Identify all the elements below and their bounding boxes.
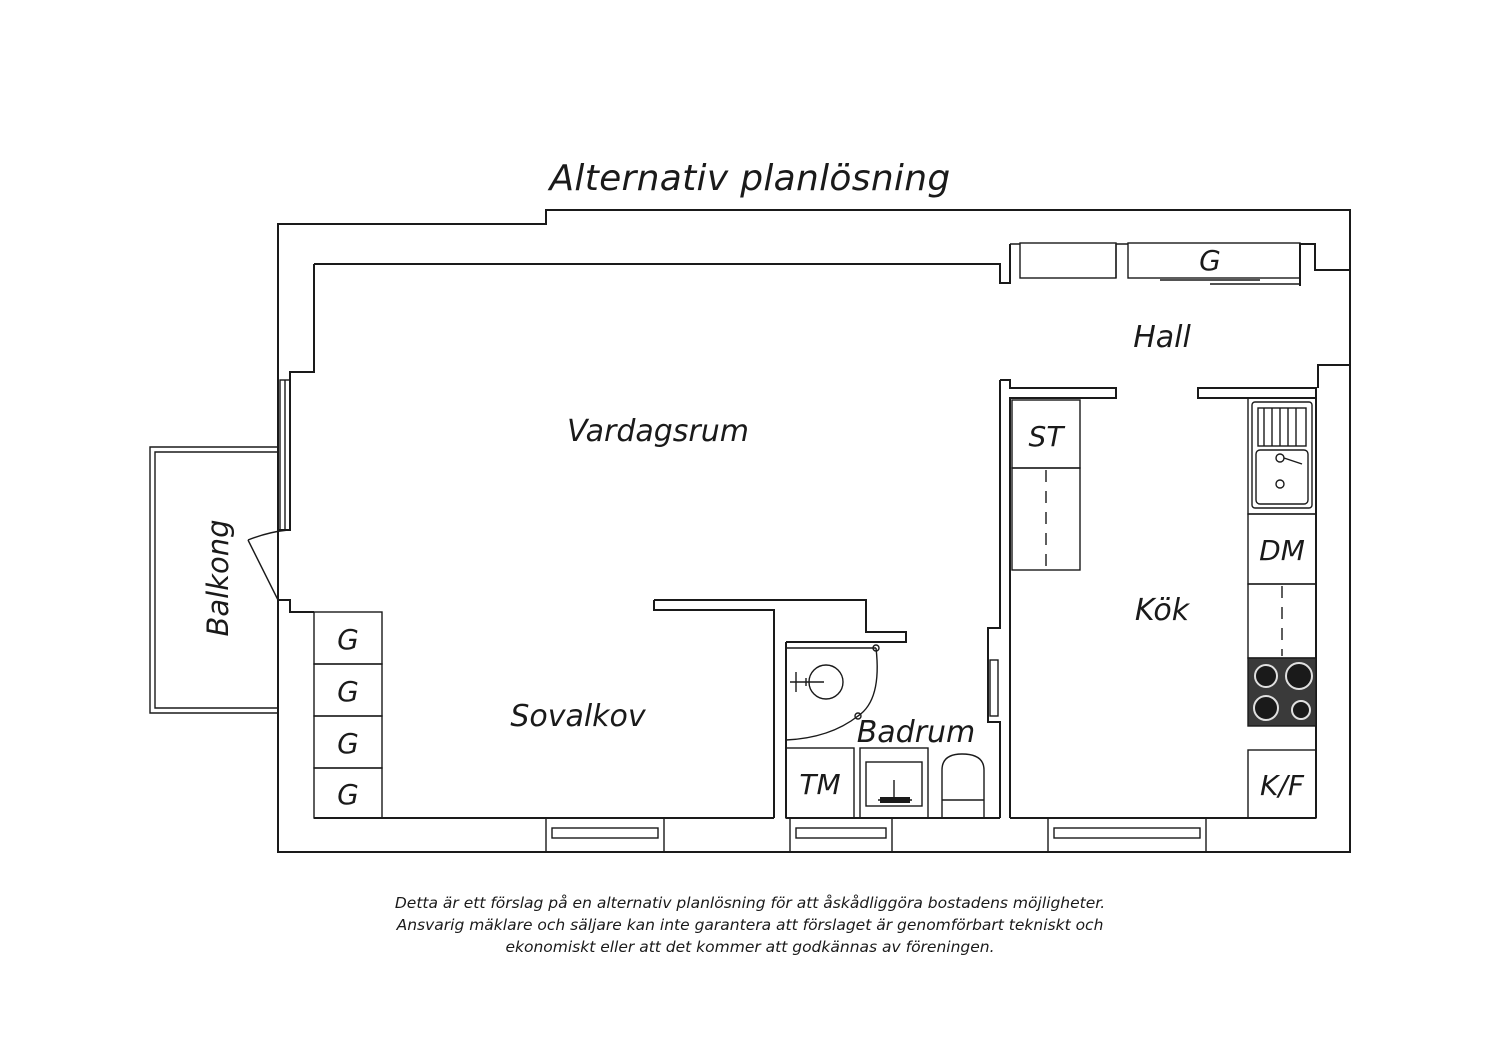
toilet-icon bbox=[941, 753, 985, 819]
plan-title: Alternativ planlösning bbox=[549, 158, 951, 199]
bathroom-fixtures: TM bbox=[785, 644, 985, 819]
balcony-door bbox=[247, 529, 289, 601]
wardrobe-label-4: G bbox=[337, 778, 359, 811]
room-label-sovalkov: Sovalkov bbox=[510, 699, 647, 734]
fridge-freezer-label: K/F bbox=[1260, 769, 1305, 802]
shower-icon bbox=[785, 644, 880, 741]
wardrobe-label-1: G bbox=[337, 623, 359, 656]
disclaimer-line-2: Ansvarig mäklare och säljare kan inte ga… bbox=[396, 916, 1104, 934]
wardrobe-label-hall: G bbox=[1199, 244, 1221, 277]
room-label-balkong: Balkong bbox=[201, 519, 235, 636]
balcony: Balkong bbox=[149, 446, 278, 714]
disclaimer-line-1: Detta är ett förslag på en alternativ pl… bbox=[394, 894, 1106, 912]
wardrobe-label-3: G bbox=[337, 727, 359, 760]
interior-walls bbox=[653, 379, 1317, 818]
stove-icon bbox=[1247, 657, 1317, 727]
dishwasher-label: DM bbox=[1259, 534, 1305, 567]
room-label-vardagsrum: Vardagsrum bbox=[567, 414, 749, 449]
storage-label: ST bbox=[1029, 420, 1066, 453]
kitchen-storage: ST bbox=[1011, 399, 1081, 571]
room-label-badrum: Badrum bbox=[857, 715, 976, 750]
washing-machine-label: TM bbox=[799, 768, 840, 801]
windows-bottom bbox=[545, 817, 1207, 853]
room-label-hall: Hall bbox=[1133, 320, 1191, 355]
room-label-kok: Kök bbox=[1135, 593, 1191, 628]
balcony-window bbox=[279, 379, 291, 531]
kitchen-counter: DM K/F bbox=[1247, 397, 1317, 819]
disclaimer: Detta är ett förslag på en alternativ pl… bbox=[300, 892, 1200, 958]
washbasin-icon bbox=[859, 747, 929, 819]
sink-icon bbox=[1255, 407, 1309, 505]
hall-wardrobes: G bbox=[1010, 242, 1301, 285]
room-labels: Vardagsrum Sovalkov Hall Kök Badrum bbox=[510, 320, 1191, 750]
disclaimer-line-3: ekonomiskt eller att det kommer att godk… bbox=[505, 938, 995, 956]
wardrobe-label-2: G bbox=[337, 675, 359, 708]
bedroom-wardrobes: G G G G bbox=[313, 611, 383, 819]
outer-walls bbox=[277, 209, 1351, 853]
